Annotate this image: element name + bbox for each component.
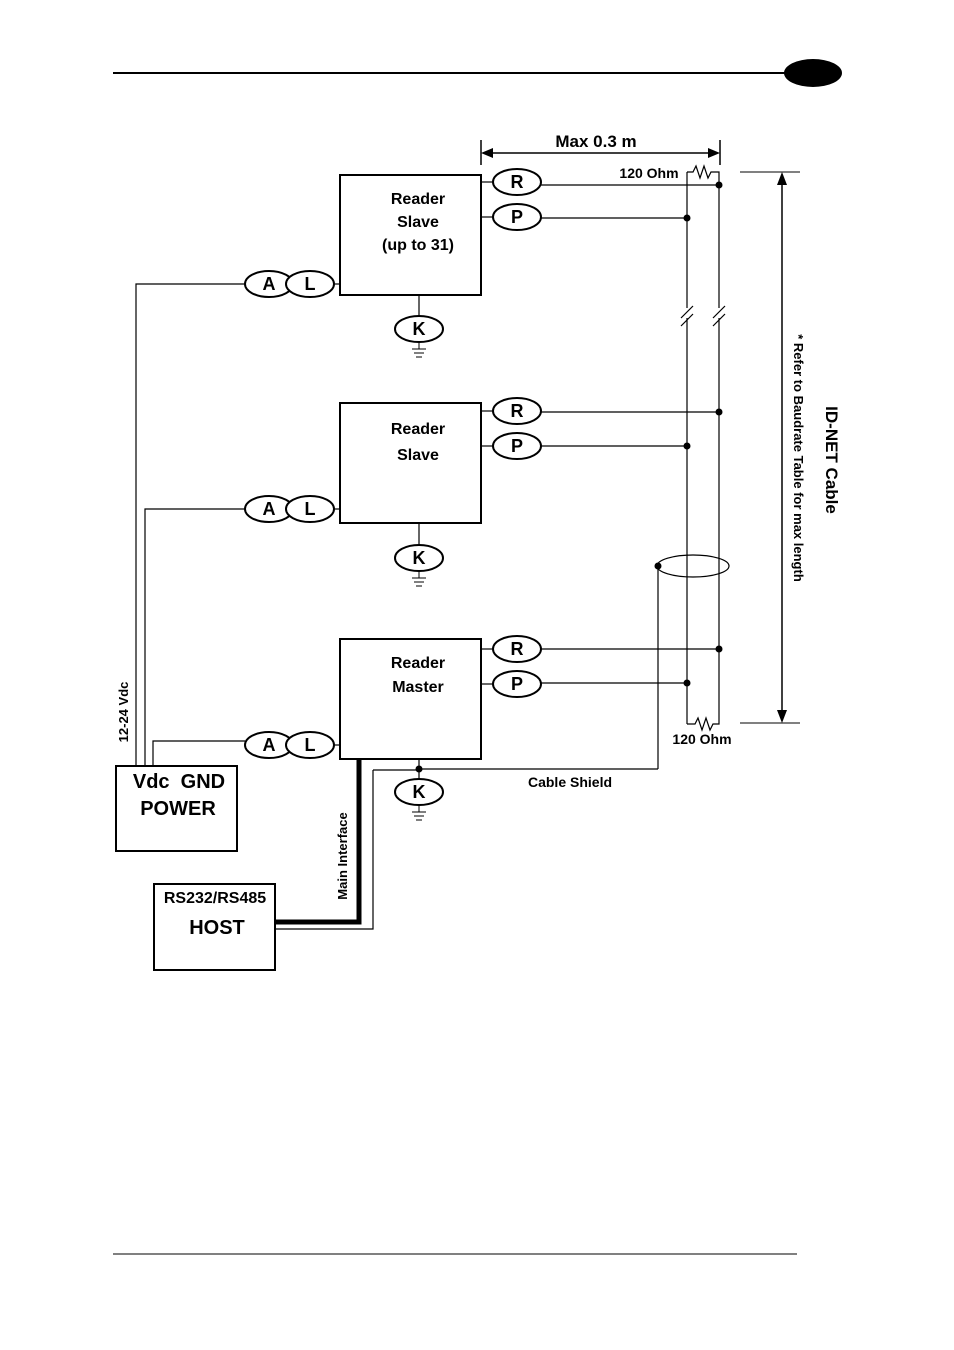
main-interface-label: Main Interface	[335, 812, 350, 899]
pin-k-2-label: K	[413, 548, 426, 568]
chapter-tab	[784, 59, 842, 87]
pin-a-1-label: A	[263, 274, 276, 294]
ground-icon	[412, 805, 426, 820]
reader-master-connectors: R P A L K	[245, 636, 723, 820]
pin-r-3-label: R	[511, 639, 524, 659]
pin-k-3-label: K	[413, 782, 426, 802]
power-line2: POWER	[140, 798, 216, 820]
pin-a-2-label: A	[263, 499, 276, 519]
bus-line-p	[681, 218, 693, 712]
pin-p-1-label: P	[511, 207, 523, 227]
reader-master-line1: Reader	[391, 655, 445, 672]
termination-resistor-top	[687, 166, 719, 218]
termination-resistor-bottom	[687, 712, 719, 730]
termination-top-label: 120 Ohm	[619, 165, 678, 181]
pin-l-2-label: L	[305, 499, 316, 519]
cable-length-arrow	[740, 172, 800, 723]
power-wiring	[136, 284, 245, 766]
reader-slave-2-line2: Slave	[397, 447, 439, 464]
termination-bottom-label: 120 Ohm	[672, 731, 731, 747]
reader-slave-1-connectors: R P A L K	[245, 169, 723, 357]
reader-slave-2-line1: Reader	[391, 421, 445, 438]
reader-master-line2: Master	[392, 679, 444, 696]
pin-r-2-label: R	[511, 401, 524, 421]
power-supply-label: 12-24 Vdc	[116, 682, 131, 743]
pin-r-1-label: R	[511, 172, 524, 192]
pin-a-3-label: A	[263, 735, 276, 755]
pin-k-1-label: K	[413, 319, 426, 339]
reader-slave-1-line2: Slave	[397, 214, 439, 231]
ground-icon	[412, 342, 426, 357]
ground-icon	[412, 571, 426, 586]
host-line2: HOST	[189, 917, 245, 939]
bus-line-r	[713, 185, 725, 712]
cable-name-label: ID-NET Cable	[822, 406, 841, 514]
pin-p-3-label: P	[511, 674, 523, 694]
max-length-dimension: Max 0.3 m	[481, 132, 720, 165]
cable-shield-junction	[655, 563, 662, 570]
cable-shield-label: Cable Shield	[528, 774, 612, 790]
max-length-label: Max 0.3 m	[555, 132, 636, 151]
reader-slave-1-line1: Reader	[391, 191, 445, 208]
cable-length-note: * Refer to Baudrate Table for max length	[791, 334, 806, 582]
power-line1: Vdc GND	[133, 771, 225, 793]
reader-slave-1-line3: (up to 31)	[382, 237, 454, 254]
pin-p-2-label: P	[511, 436, 523, 456]
reader-slave-2-connectors: R P A L K	[245, 398, 723, 586]
pin-l-1-label: L	[305, 274, 316, 294]
pin-l-3-label: L	[305, 735, 316, 755]
host-line1: RS232/RS485	[164, 890, 266, 907]
